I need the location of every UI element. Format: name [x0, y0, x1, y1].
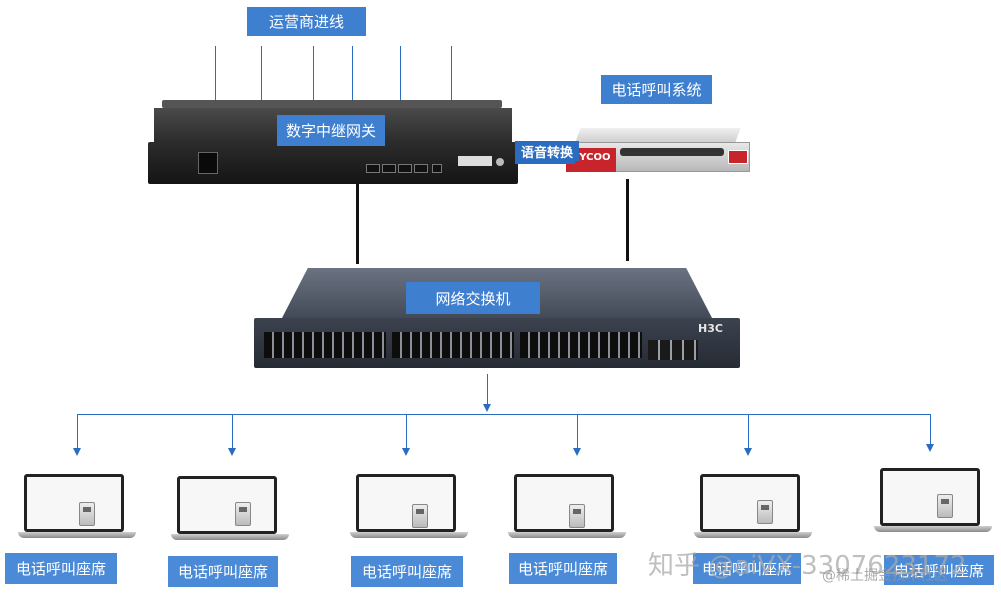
seat-laptop-4: [508, 474, 628, 544]
voice-link-line: [515, 161, 575, 164]
branch-line-3: [406, 414, 407, 450]
call-system-slot: [620, 148, 724, 156]
laptop-screen: [356, 474, 456, 532]
gateway-label: 数字中继网关: [277, 115, 385, 146]
branch-arrow-2: [228, 448, 236, 456]
branch-line-5: [748, 414, 749, 450]
distribution-bus: [77, 414, 930, 415]
branch-line-4: [577, 414, 578, 450]
network-switch-device: H3C: [252, 268, 742, 370]
gateway-sticker: [458, 156, 492, 166]
laptop-base: [874, 526, 992, 532]
ip-phone-icon: [757, 500, 773, 524]
seat-label-1: 电话呼叫座席: [5, 553, 117, 584]
laptop-base: [171, 534, 289, 540]
laptop-screen: [514, 474, 614, 532]
carrier-line-6: [451, 46, 452, 102]
laptop-base: [508, 532, 626, 538]
carrier-line-1: [215, 46, 216, 102]
branch-arrow-1: [73, 448, 81, 456]
call-system-device: ZYCOO: [566, 128, 752, 178]
switch-down-line: [487, 374, 488, 404]
branch-arrow-3: [402, 448, 410, 456]
call-system-label: 电话呼叫系统: [601, 75, 712, 104]
seat-laptop-3: [350, 474, 470, 544]
switch-brand: H3C: [698, 322, 723, 335]
callsystem-to-switch-line: [626, 179, 629, 261]
carrier-line-2: [261, 46, 262, 102]
zhihu-watermark: 知乎 @aiVX-3307623172: [648, 551, 967, 581]
laptop-screen: [24, 474, 124, 532]
laptop-base: [18, 532, 136, 538]
seat-laptop-2: [171, 476, 291, 546]
laptop-screen: [177, 476, 277, 534]
seat-label-5: 电话呼叫座席: [693, 553, 801, 584]
switch-port-block-3: [520, 332, 642, 358]
gateway-to-switch-line: [356, 184, 359, 264]
gateway-reset-button: [496, 158, 504, 166]
ip-phone-icon: [569, 504, 585, 528]
gateway-console-port: [432, 164, 442, 173]
laptop-screen: [700, 474, 800, 532]
seat-label-6: 电话呼叫座席: [884, 555, 994, 585]
switch-port-block-2: [392, 332, 514, 358]
seat-laptop-6: [874, 468, 994, 538]
gateway-power-socket: [198, 152, 218, 174]
voice-convert-label: 语音转换: [515, 141, 579, 161]
ip-phone-icon: [235, 502, 251, 526]
switch-port-block-1: [264, 332, 386, 358]
ip-phone-icon: [412, 504, 428, 528]
branch-line-1: [77, 414, 78, 450]
seat-label-2: 电话呼叫座席: [168, 556, 278, 587]
branch-arrow-4: [573, 448, 581, 456]
carrier-line-4: [352, 46, 353, 102]
ip-phone-icon: [937, 494, 953, 518]
laptop-base: [350, 532, 468, 538]
call-system-brand: ZYCOO: [572, 152, 611, 163]
branch-arrow-6: [926, 444, 934, 452]
branch-line-6: [930, 414, 931, 446]
call-system-red-tab: [728, 150, 748, 164]
seat-label-3: 电话呼叫座席: [351, 556, 463, 587]
gateway-rack-ears: [162, 100, 502, 108]
call-system-top: [575, 128, 741, 142]
laptop-base: [694, 532, 812, 538]
branch-line-2: [232, 414, 233, 450]
switch-sfp-block: [648, 340, 698, 360]
carrier-label: 运营商进线: [247, 7, 366, 36]
gateway-port: [382, 164, 396, 173]
csdn-watermark: @稀土掘金技术社区: [822, 568, 948, 584]
seat-laptop-1: [18, 474, 138, 544]
branch-arrow-5: [744, 448, 752, 456]
switch-down-arrow: [483, 404, 491, 412]
carrier-line-3: [313, 46, 314, 102]
carrier-line-5: [400, 46, 401, 102]
gateway-port: [398, 164, 412, 173]
seat-laptop-5: [694, 474, 814, 544]
ip-phone-icon: [79, 502, 95, 526]
gateway-port: [366, 164, 380, 173]
switch-label: 网络交换机: [406, 282, 540, 314]
seat-label-4: 电话呼叫座席: [509, 553, 617, 584]
gateway-port: [414, 164, 428, 173]
laptop-screen: [880, 468, 980, 526]
